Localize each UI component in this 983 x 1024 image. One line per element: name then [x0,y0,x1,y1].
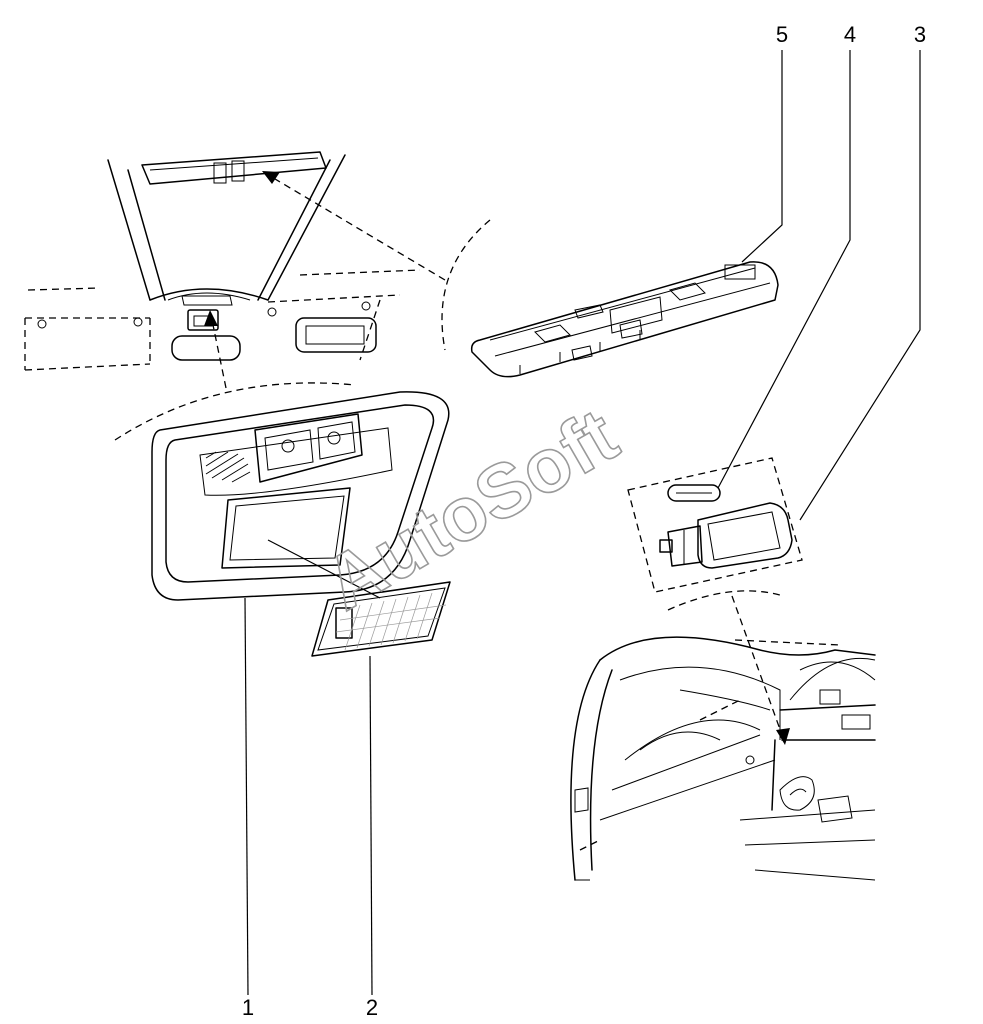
callout-1: 1 [242,995,254,1020]
callout-5: 5 [776,22,788,47]
assembly-arrows-upper [204,171,446,389]
festoon-bulb [667,484,721,502]
trunk-lamp-detail [627,457,803,745]
callout-2: 2 [366,995,378,1020]
ceiling-context-view [24,151,491,371]
roof-console-lamp [470,261,779,378]
lens-texture [335,592,447,651]
trunk-lamp [659,502,793,569]
leader-lines [244,50,921,996]
dome-lamp-housing [114,382,450,601]
callout-3: 3 [914,22,926,47]
luggage-compartment-view [570,636,876,881]
dome-lamp-lens [267,539,451,657]
callout-4: 4 [844,22,856,47]
